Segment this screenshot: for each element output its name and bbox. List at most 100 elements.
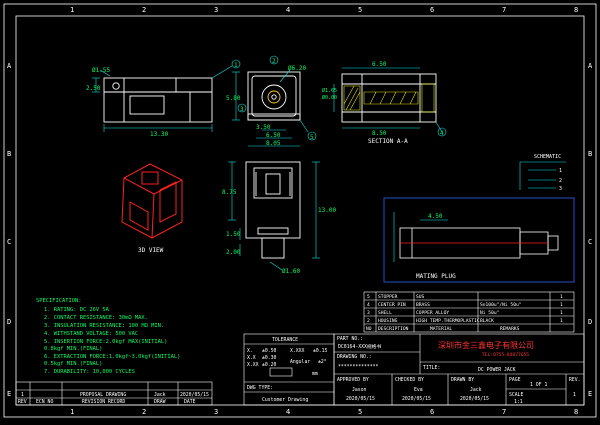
bom-r2-desc: CENTER PIN xyxy=(378,302,406,308)
front-pin xyxy=(271,94,277,100)
bom-r2-mat: BRASS xyxy=(416,302,430,308)
spec-item-3: 3. INSULATION RESISTANCE: 100 MΩ MIN. xyxy=(44,323,164,329)
tb-drawing-no: ************** xyxy=(338,364,379,370)
zone-bottom-6: 6 xyxy=(430,408,434,416)
tol-title: TOLERANCE xyxy=(272,337,298,343)
zone-left-D: D xyxy=(7,318,11,326)
zone-left-B: B xyxy=(7,150,11,158)
zone-bottom-8: 8 xyxy=(574,408,578,416)
bom-h-mat: MATERIAL xyxy=(430,326,452,332)
schematic-pin-2: 2 xyxy=(559,178,562,184)
bottom-dim-200: 2.00 xyxy=(226,249,241,256)
tb-rev-label: REV. xyxy=(569,377,581,383)
tb-drawing-no-label: DRAWING NO.: xyxy=(337,354,372,360)
zone-right-A: A xyxy=(588,62,593,70)
spec-item-6b: 0.5kgf MIN.(FINAL) xyxy=(44,361,102,367)
schematic: SCHEMATIC 1 2 3 xyxy=(519,154,566,192)
mating-dim: 4.50 xyxy=(428,213,443,220)
bottom-dim-875: 8.75 xyxy=(222,189,237,196)
tol-angular-val: ±2° xyxy=(318,359,327,365)
bom-r4-mat: HIGH TEMP.THERMOPLASTIC xyxy=(416,318,480,324)
section-title: SECTION A-A xyxy=(368,138,408,145)
spec-title: SPECIFICATION: xyxy=(36,298,81,304)
zone-bottom-7: 7 xyxy=(502,408,506,416)
bom-r3-desc: SHELL xyxy=(378,310,392,316)
tb-drawn-name: Jack xyxy=(470,387,482,393)
zone-top-6: 6 xyxy=(430,6,434,14)
tb-rev: 1 xyxy=(573,392,576,398)
tol-x: X. xyxy=(247,348,253,354)
tol-xxxx: X.XXX xyxy=(290,348,305,354)
spec-item-4: 4. WITHSTAND VOLTAGE: 500 VAC xyxy=(44,331,138,337)
rev-h-ecn: ECN NO xyxy=(36,399,53,405)
zone-top-4: 4 xyxy=(286,6,290,14)
tb-page: 1 OF 1 xyxy=(530,382,547,388)
front-dim-total: 8.05 xyxy=(266,140,281,147)
front-dim-width: 6.50 xyxy=(266,132,281,139)
bottom-view: 8.75 13.00 1.50 2.00 Ø1.60 xyxy=(222,161,336,275)
bom-r2-rem: Sn100u"/Ni 50u" xyxy=(480,302,522,308)
tb-checked-name: Eva xyxy=(414,387,423,393)
spec-item-5b: 0.8kgf MIN.(FINAL) xyxy=(44,346,102,352)
zone-top-8: 8 xyxy=(574,6,578,14)
tb-scale-label: SCALE xyxy=(509,392,524,398)
front-jack-inner xyxy=(267,90,281,104)
side-balloon: 1 xyxy=(234,62,238,69)
tol-xxx-val: ±0.20 xyxy=(262,362,277,368)
spec-item-1: 1. RATING: DC 26V 5A xyxy=(44,307,110,313)
section-dim-top: 6.50 xyxy=(372,61,387,68)
side-view: Ø1.55 2.50 13.30 1 xyxy=(86,59,241,138)
spec-item-5: 5. INSERTION FORCE:2.0kgf MAX(INITIAL) xyxy=(44,339,167,345)
tb-part-no: DC0164-XXX规格书 xyxy=(338,343,381,350)
tb-part-no-label: PART NO.: xyxy=(337,336,363,342)
iso-label: 3D VIEW xyxy=(138,247,164,254)
tol-xx: X.X xyxy=(247,355,256,361)
front-view: Ø6.20 5.80 3.50 6.50 8.05 2 3 5 xyxy=(226,55,317,147)
schematic-pin-3: 3 xyxy=(559,186,562,192)
bom-r2-no: 4 xyxy=(367,302,370,308)
rev-r1-rev: 1 xyxy=(21,392,24,398)
spec-item-2: 2. CONTACT RESISTANCE: 30mΩ MAX. xyxy=(44,315,148,321)
rev-r1-date: 2020/05/15 xyxy=(180,392,209,398)
bottom-dim-1300: 13.00 xyxy=(318,207,336,214)
iso-view xyxy=(121,163,183,239)
zone-bottom-4: 4 xyxy=(286,408,290,416)
bom-h-desc: DESCRIPTION xyxy=(378,326,409,332)
bom-r3-qty: 1 xyxy=(560,310,563,316)
front-balloon-2: 2 xyxy=(272,58,276,65)
tol-dwg-type-label: DWG TYPE: xyxy=(247,385,273,391)
tol-unit: mm xyxy=(312,372,318,377)
front-balloon-3: 3 xyxy=(240,106,244,113)
bom-r3-rem: Ni 50u" xyxy=(480,310,499,316)
tol-xxx: X.XX xyxy=(247,362,259,368)
rev-h-date: DATE xyxy=(184,399,196,405)
company-tel: TEL:0755-84877655 xyxy=(482,352,529,358)
zone-bottom-3: 3 xyxy=(214,408,218,416)
tb-scale: 1:1 xyxy=(514,399,523,405)
bom-r4-desc: HOUSING xyxy=(378,318,398,324)
zone-left-A: A xyxy=(7,62,12,70)
company-name: 深圳市金三鑫电子有限公司 xyxy=(438,340,534,350)
tol-x-val: ±0.50 xyxy=(262,348,277,354)
section-balloon-4: 4 xyxy=(440,130,444,137)
zone-top-1: 1 xyxy=(70,6,74,14)
bom-r3-no: 3 xyxy=(367,310,370,316)
section-view: 6.50 Ø1.65 Ø0.00 8.50 SECTION A-A 4 xyxy=(322,61,447,145)
tol-dwg-type: Customer Drawing xyxy=(262,397,308,403)
zone-right-E: E xyxy=(588,390,592,398)
zone-top-7: 7 xyxy=(502,6,506,14)
section-dim-bottom: 8.50 xyxy=(372,130,387,137)
side-dim-height: 2.50 xyxy=(86,85,101,92)
tol-angular: Angular xyxy=(290,359,310,365)
bom-r1-desc: STOPPER xyxy=(378,294,398,300)
rev-r1-record: PROPOSAL DRAWING xyxy=(80,392,126,398)
tb-title: DC POWER JACK xyxy=(478,367,516,373)
tb-title-label: TITLE: xyxy=(423,365,440,371)
tb-drawn-date: 2020/05/15 xyxy=(460,396,489,402)
front-balloon-5: 5 xyxy=(310,134,314,141)
tb-drawn-label: DRAWN BY xyxy=(451,377,474,383)
side-dim-length: 13.30 xyxy=(150,131,168,138)
side-dim-hole: Ø1.55 xyxy=(92,67,110,74)
zone-bottom-5: 5 xyxy=(358,408,362,416)
